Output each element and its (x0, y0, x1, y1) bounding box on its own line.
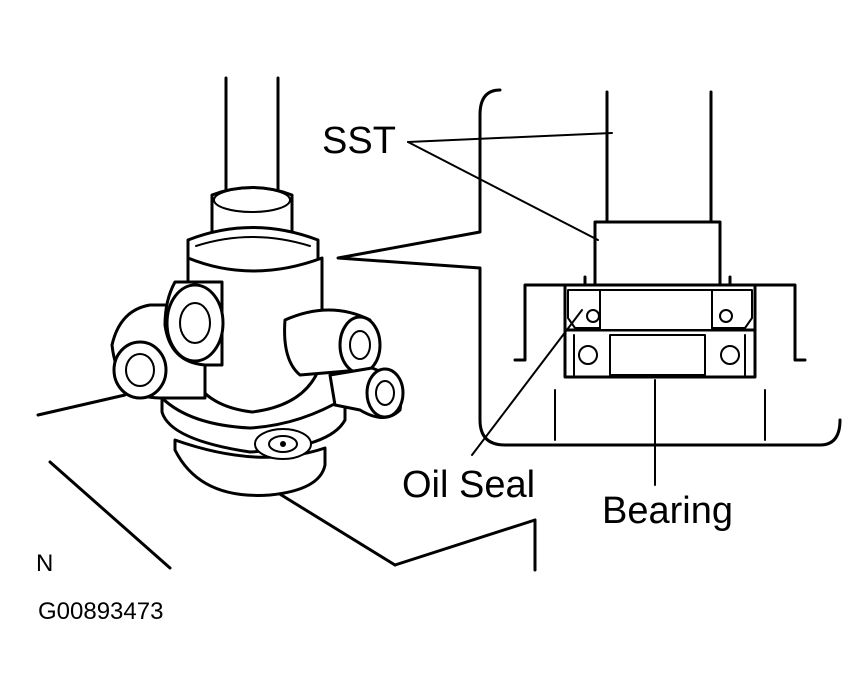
orientation-label: N (36, 550, 54, 577)
oil-seal-label: Oil Seal (402, 464, 536, 506)
workbench-outline (36, 393, 537, 572)
detail-view (513, 90, 807, 441)
figure-id-label: G00893473 (38, 598, 164, 625)
leader-lines (407, 132, 656, 486)
sst-label: SST (322, 120, 396, 162)
detail-callout-frame (336, 88, 842, 447)
pump-body (110, 186, 405, 497)
sst-shaft-left (224, 76, 280, 207)
bearing-label: Bearing (602, 490, 733, 532)
